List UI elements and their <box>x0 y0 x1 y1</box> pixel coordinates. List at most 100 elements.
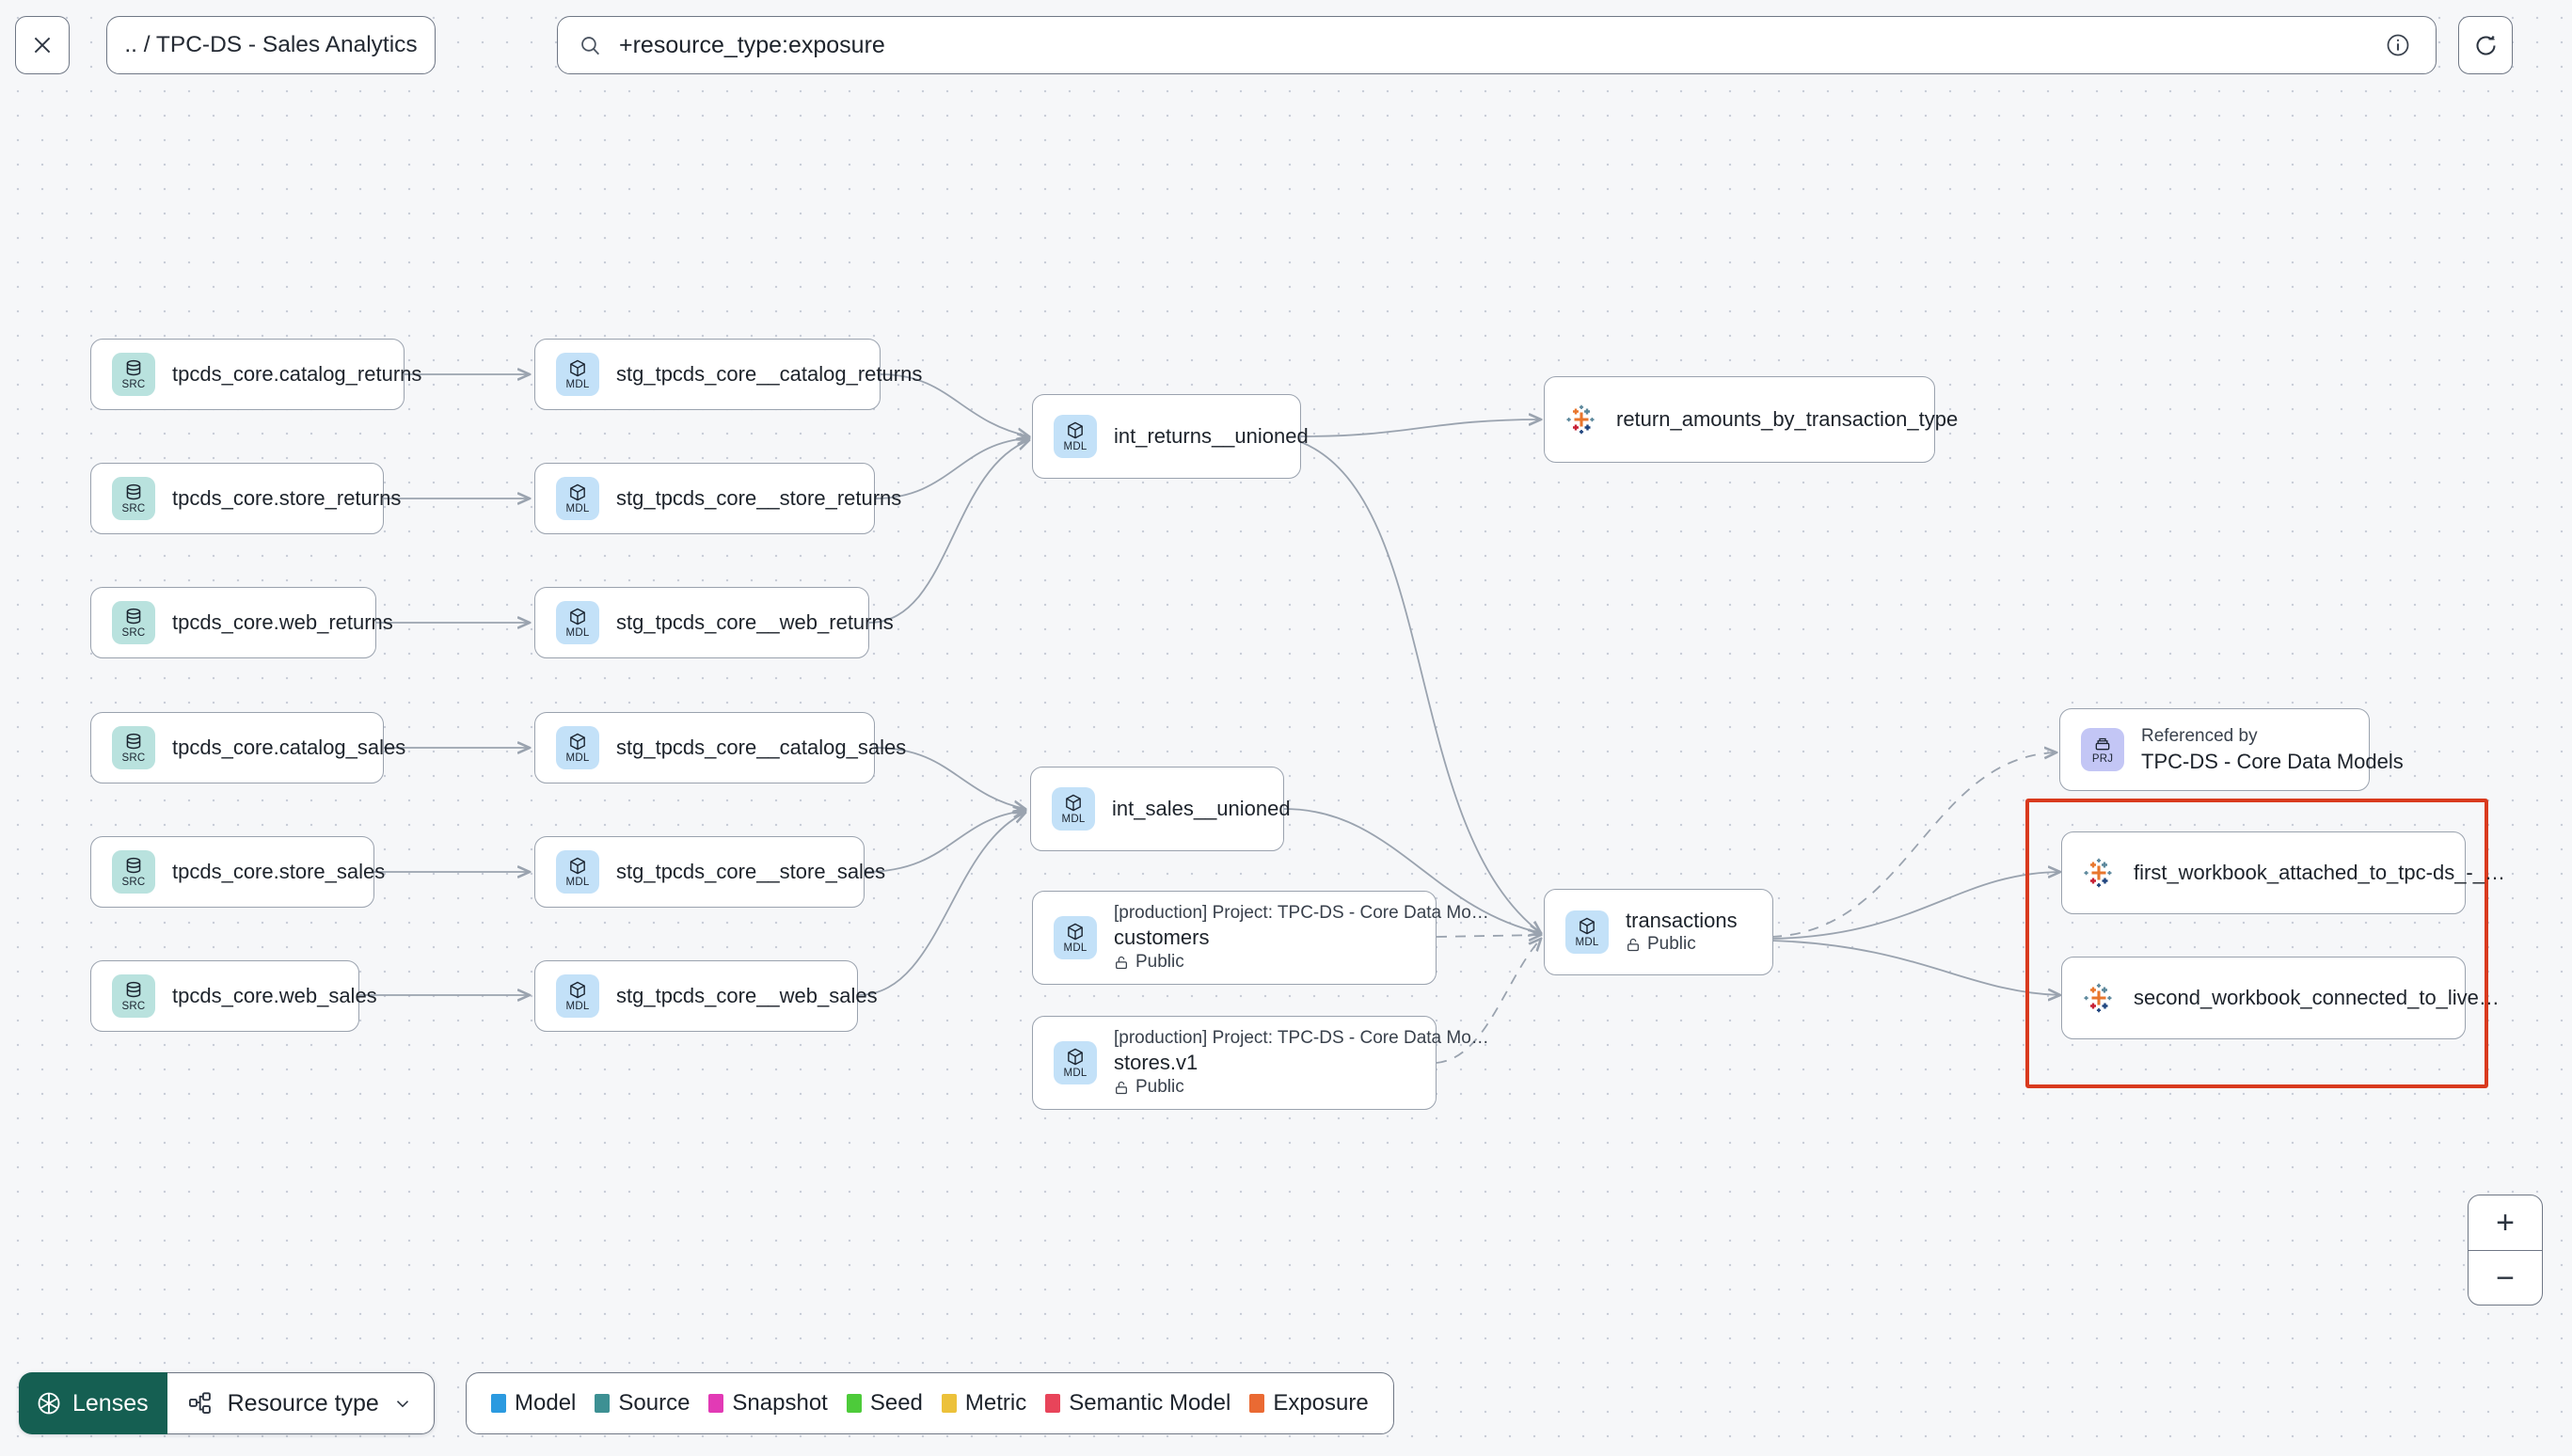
unlock-icon <box>1116 1081 1127 1094</box>
prj-chip-label: PRJ <box>2091 753 2114 766</box>
mdl-chip-icon: MDL <box>556 601 599 644</box>
node-label: first_workbook_attached_to_tpc-ds_-_… <box>2134 861 2505 885</box>
chevron-down-icon <box>396 1401 408 1408</box>
legend-item-exposure: Exposure <box>1249 1390 1369 1416</box>
mdl-chip-icon: MDL <box>1054 1041 1097 1084</box>
breadcrumb[interactable]: .. / TPC-DS - Sales Analytics <box>106 16 436 74</box>
zoom-in-button[interactable]: + <box>2469 1195 2542 1251</box>
node-label: tpcds_core.catalog_returns <box>172 362 422 387</box>
legend-label: Source <box>618 1390 691 1416</box>
legend-label: Semantic Model <box>1069 1390 1231 1416</box>
zoom-out-button[interactable]: − <box>2496 1260 2515 1296</box>
node-exposure-second-workbook[interactable]: second_workbook_connected_to_live… <box>2061 957 2500 1039</box>
src-chip-label: SRC <box>121 876 146 888</box>
lenses-label: Lenses <box>72 1389 149 1416</box>
legend-label: Metric <box>964 1390 1027 1416</box>
legend-item-source: Source <box>595 1390 690 1416</box>
mdl-chip-label: MDL <box>1063 440 1088 452</box>
info-icon[interactable] <box>2385 32 2411 58</box>
node-subtitle: [production] Project: TPC-DS - Core Data… <box>1114 1027 1489 1048</box>
tableau-icon <box>1565 404 1597 435</box>
mdl-chip-label: MDL <box>1575 936 1599 948</box>
lenses-button[interactable]: Lenses <box>19 1372 167 1434</box>
node-source-web-returns[interactable]: SRC tpcds_core.web_returns <box>90 587 393 658</box>
bottom-toolbar: Lenses Resource type Model Source Snapsh… <box>0 1343 2572 1456</box>
node-label: stg_tpcds_core__web_returns <box>616 610 894 635</box>
node-label: tpcds_core.store_returns <box>172 486 402 511</box>
node-project-referenced-by[interactable]: PRJ Referenced by TPC-DS - Core Data Mod… <box>2059 708 2404 791</box>
nodes-icon <box>188 1392 211 1414</box>
search-input-value[interactable]: +resource_type:exposure <box>619 31 885 58</box>
mdl-chip-icon: MDL <box>556 477 599 520</box>
node-model-transactions[interactable]: MDL transactions Public <box>1544 889 1773 975</box>
node-model-stg-catalog-sales[interactable]: MDL stg_tpcds_core__catalog_sales <box>534 712 907 783</box>
prj-chip-icon: PRJ <box>2081 728 2124 771</box>
node-access-label: Public <box>1135 951 1184 972</box>
unlock-icon <box>1116 956 1127 969</box>
legend-label: Seed <box>869 1390 923 1416</box>
mdl-chip-icon: MDL <box>556 974 599 1018</box>
legend-item-seed: Seed <box>846 1390 923 1416</box>
resource-type-legend: Model Source Snapshot Seed Metric Semant… <box>466 1372 1394 1434</box>
src-chip-label: SRC <box>121 378 146 390</box>
mdl-chip-label: MDL <box>565 752 590 764</box>
node-model-stg-web-returns[interactable]: MDL stg_tpcds_core__web_returns <box>534 587 894 658</box>
node-label: second_workbook_connected_to_live… <box>2134 986 2500 1010</box>
node-label: tpcds_core.web_sales <box>172 984 377 1008</box>
top-toolbar: .. / TPC-DS - Sales Analytics +resource_… <box>0 0 2572 110</box>
src-chip-label: SRC <box>121 1000 146 1012</box>
src-chip-icon: SRC <box>112 850 155 894</box>
mdl-chip-label: MDL <box>1063 942 1088 954</box>
legend-swatch <box>491 1394 506 1413</box>
node-model-int-returns-unioned[interactable]: MDL int_returns__unioned <box>1032 394 1309 479</box>
node-label: tpcds_core.store_sales <box>172 860 386 884</box>
node-access: Public <box>1626 933 1738 957</box>
node-label: stg_tpcds_core__catalog_sales <box>616 736 907 760</box>
resource-type-button[interactable]: Resource type <box>167 1372 435 1434</box>
legend-swatch <box>941 1394 957 1413</box>
node-model-int-sales-unioned[interactable]: MDL int_sales__unioned <box>1030 767 1291 851</box>
src-chip-icon: SRC <box>112 477 155 520</box>
refresh-icon <box>2476 35 2496 55</box>
legend-swatch <box>708 1394 724 1413</box>
node-access-label: Public <box>1135 1076 1184 1097</box>
src-chip-icon: SRC <box>112 726 155 769</box>
mdl-chip-icon: MDL <box>1565 910 1609 954</box>
node-source-catalog-returns[interactable]: SRC tpcds_core.catalog_returns <box>90 339 422 410</box>
legend-label: Exposure <box>1273 1390 1369 1416</box>
breadcrumb-label: .. / TPC-DS - Sales Analytics <box>124 32 418 57</box>
refresh-button[interactable] <box>2458 16 2513 74</box>
node-model-stg-catalog-returns[interactable]: MDL stg_tpcds_core__catalog_returns <box>534 339 922 410</box>
node-model-stg-store-returns[interactable]: MDL stg_tpcds_core__store_returns <box>534 463 902 534</box>
node-label: return_amounts_by_transaction_type <box>1616 407 1959 432</box>
aperture-icon <box>38 1392 60 1415</box>
node-label: int_sales__unioned <box>1112 797 1291 821</box>
tableau-icon <box>2083 857 2115 889</box>
node-model-stores-v1[interactable]: MDL [production] Project: TPC-DS - Core … <box>1032 1016 1489 1110</box>
node-subtitle: [production] Project: TPC-DS - Core Data… <box>1114 902 1489 923</box>
node-label: stg_tpcds_core__web_sales <box>616 984 878 1008</box>
mdl-chip-icon: MDL <box>1054 916 1097 959</box>
legend-item-metric: Metric <box>941 1390 1027 1416</box>
node-exposure-first-workbook[interactable]: first_workbook_attached_to_tpc-ds_-_… <box>2061 831 2505 914</box>
search-icon <box>581 36 599 55</box>
node-access: Public <box>1114 1076 1415 1100</box>
src-chip-icon: SRC <box>112 353 155 396</box>
mdl-chip-icon: MDL <box>556 353 599 396</box>
node-model-stg-store-sales[interactable]: MDL stg_tpcds_core__store_sales <box>534 836 885 908</box>
legend-item-model: Model <box>491 1390 576 1416</box>
src-chip-label: SRC <box>121 626 146 639</box>
node-source-web-sales[interactable]: SRC tpcds_core.web_sales <box>90 960 377 1032</box>
zoom-controls[interactable]: + − <box>2468 1195 2543 1306</box>
node-label: stg_tpcds_core__store_returns <box>616 486 902 511</box>
mdl-chip-icon: MDL <box>556 726 599 769</box>
node-source-store-returns[interactable]: SRC tpcds_core.store_returns <box>90 463 402 534</box>
node-source-store-sales[interactable]: SRC tpcds_core.store_sales <box>90 836 386 908</box>
close-button[interactable] <box>15 16 70 74</box>
node-source-catalog-sales[interactable]: SRC tpcds_core.catalog_sales <box>90 712 406 783</box>
node-model-stg-web-sales[interactable]: MDL stg_tpcds_core__web_sales <box>534 960 878 1032</box>
node-exposure-return-amounts[interactable]: return_amounts_by_transaction_type <box>1544 376 1959 463</box>
node-label: tpcds_core.catalog_sales <box>172 736 406 760</box>
search-input[interactable]: +resource_type:exposure <box>557 16 2437 74</box>
node-model-customers[interactable]: MDL [production] Project: TPC-DS - Core … <box>1032 891 1489 985</box>
